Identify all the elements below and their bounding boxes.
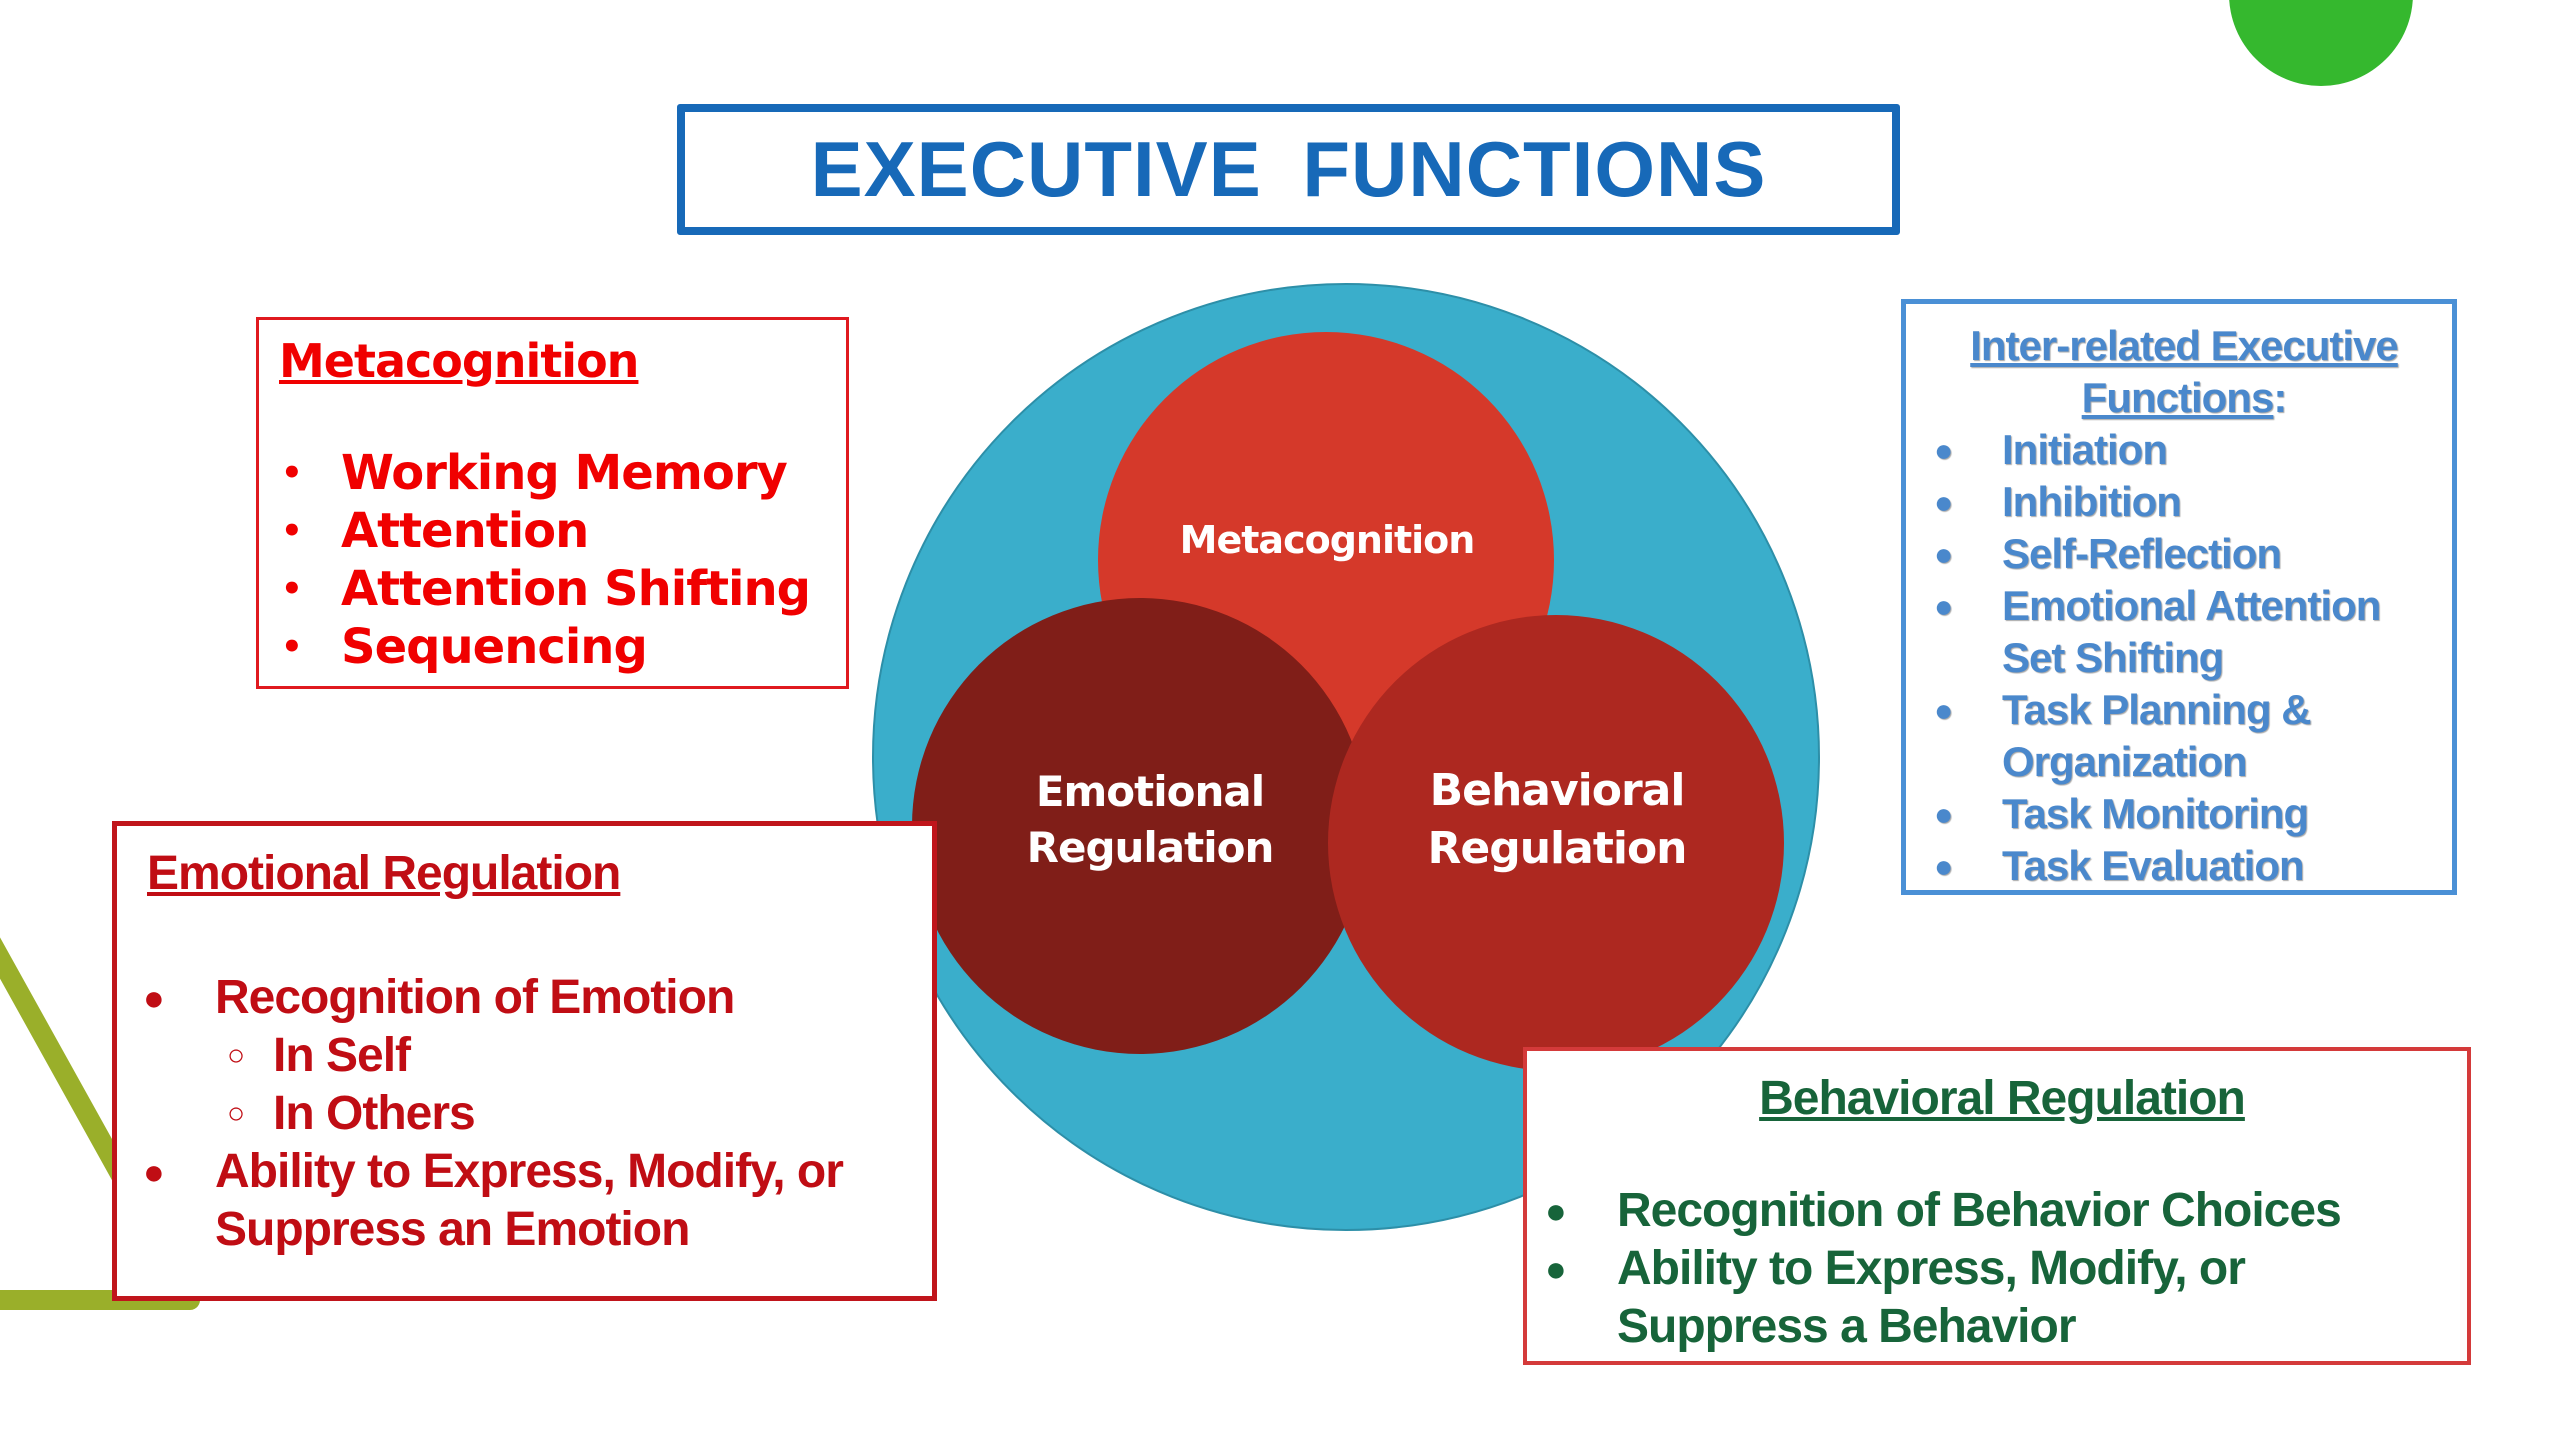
list-item: ● Task Planning & xyxy=(1926,684,2442,736)
metacognition-box: Metacognition • Working Memory • Attention… xyxy=(256,317,849,689)
list-item-text: Emotional Attention xyxy=(2002,582,2381,629)
interrelated-heading: Inter-related Executive Functions: xyxy=(1926,320,2442,424)
bullet-icon: ● xyxy=(1545,1248,1567,1289)
behavioral-regulation-list: ● Recognition of Behavior Choices ● Ability… xyxy=(1545,1182,2467,1356)
bullet-icon: ● xyxy=(1934,484,1953,520)
list-item-text: Ability to Express, Modify, or xyxy=(1617,1242,2246,1295)
list-item-text: Ability to Express, Modify, or xyxy=(215,1145,844,1198)
bullet-icon: ● xyxy=(1934,432,1953,468)
list-item-text: Self-Reflection xyxy=(2002,530,2282,577)
list-item: ○ In Self xyxy=(137,1027,932,1085)
list-item: ● Initiation xyxy=(1926,424,2442,476)
bullet-icon xyxy=(1926,736,2002,788)
list-item: • Working Memory xyxy=(279,444,826,502)
emotional-regulation-box: Emotional Regulation ● Recognition of Emo… xyxy=(112,821,937,1301)
bullet-icon: ● xyxy=(1545,1190,1567,1231)
list-item: ● Inhibition xyxy=(1926,476,2442,528)
list-item: • Attention Shifting xyxy=(279,560,826,618)
list-item-text: Inhibition xyxy=(2002,478,2182,525)
bullet-icon: • xyxy=(281,453,303,493)
list-item-text: Task Evaluation xyxy=(2002,842,2305,889)
list-item-text: Organization xyxy=(2002,738,2248,785)
emotional-regulation-circle xyxy=(912,598,1368,1054)
list-item-text: Recognition of Behavior Choices xyxy=(1617,1184,2342,1237)
metacognition-circle-label: Metacognition xyxy=(1179,518,1476,562)
hollow-bullet-icon: ○ xyxy=(227,1039,245,1072)
list-item: ● Ability to Express, Modify, or xyxy=(137,1143,932,1201)
bullet-icon: ● xyxy=(1934,536,1953,572)
bullet-icon xyxy=(1545,1298,1617,1356)
decorative-green-circle xyxy=(2229,0,2413,86)
list-item: ● Ability to Express, Modify, or xyxy=(1545,1240,2467,1298)
list-item: ● Self-Reflection xyxy=(1926,528,2442,580)
bullet-icon: ● xyxy=(1934,848,1953,884)
list-item: Suppress a Behavior xyxy=(1545,1298,2467,1356)
emotional-regulation-list: ● Recognition of Emotion ○ In Self ○ In Other… xyxy=(137,969,932,1259)
list-item-text: Initiation xyxy=(2002,426,2168,473)
list-item: • Sequencing xyxy=(279,618,826,676)
behavioral-regulation-circle-label: Behavioral Regulation xyxy=(1427,762,1688,878)
list-item: ● Recognition of Behavior Choices xyxy=(1545,1182,2467,1240)
list-item: ● Emotional Attention xyxy=(1926,580,2442,632)
list-item: • Attention xyxy=(279,502,826,560)
list-item: Set Shifting xyxy=(1926,632,2442,684)
label-line: Emotional xyxy=(1035,767,1265,816)
list-item-text: Attention Shifting xyxy=(341,561,811,617)
list-item-text: Recognition of Emotion xyxy=(215,971,735,1024)
interrelated-functions-box: Inter-related Executive Functions: ● Init… xyxy=(1901,299,2457,895)
list-item: ● Task Evaluation xyxy=(1926,840,2442,892)
behavioral-regulation-box: Behavioral Regulation ● Recognition of Be… xyxy=(1523,1047,2471,1365)
bullet-icon: • xyxy=(281,627,303,667)
list-item-text: In Self xyxy=(273,1029,411,1082)
heading-line: Inter-related Executive xyxy=(1970,322,2399,369)
list-item: Organization xyxy=(1926,736,2442,788)
bullet-icon: • xyxy=(281,569,303,609)
list-item: Suppress an Emotion xyxy=(137,1201,932,1259)
emotional-regulation-heading: Emotional Regulation xyxy=(147,847,621,900)
list-item: ○ In Others xyxy=(137,1085,932,1143)
list-item-text: Working Memory xyxy=(341,445,788,501)
list-item-text: Suppress an Emotion xyxy=(215,1203,690,1256)
list-item-text: Task Planning & xyxy=(2002,686,2312,733)
bullet-icon: ● xyxy=(1934,796,1953,832)
heading-line: Functions xyxy=(2081,374,2275,421)
interrelated-list: ● Initiation ● Inhibition ● Self-Reflection ● E… xyxy=(1926,424,2442,892)
bullet-icon xyxy=(1926,632,2002,684)
bullet-icon xyxy=(137,1201,215,1259)
emotional-regulation-circle-label: Emotional Regulation xyxy=(1026,764,1275,876)
metacognition-heading: Metacognition xyxy=(279,334,639,388)
label-line: Behavioral xyxy=(1429,765,1686,816)
page-title: EXECUTIVE FUNCTIONS xyxy=(810,125,1767,213)
bullet-icon: ● xyxy=(1934,692,1953,728)
label-line: Regulation xyxy=(1427,823,1688,874)
label-line: Regulation xyxy=(1026,823,1275,872)
behavioral-regulation-heading: Behavioral Regulation xyxy=(1759,1072,2246,1125)
behavioral-regulation-circle xyxy=(1328,615,1784,1071)
list-item-text: Suppress a Behavior xyxy=(1617,1300,2077,1353)
list-item-text: In Others xyxy=(273,1087,476,1140)
title-box: EXECUTIVE FUNCTIONS xyxy=(677,104,1900,235)
bullet-icon: ● xyxy=(143,977,165,1018)
bullet-icon: ● xyxy=(1934,588,1953,624)
heading-colon: : xyxy=(2273,374,2287,421)
list-item-text: Set Shifting xyxy=(2002,634,2224,681)
list-item-text: Attention xyxy=(341,503,589,559)
list-item: ● Task Monitoring xyxy=(1926,788,2442,840)
list-item: ● Recognition of Emotion xyxy=(137,969,932,1027)
list-item-text: Sequencing xyxy=(341,619,648,675)
hollow-bullet-icon: ○ xyxy=(227,1097,245,1130)
list-item-text: Task Monitoring xyxy=(2002,790,2309,837)
bullet-icon: ● xyxy=(143,1151,165,1192)
bullet-icon: • xyxy=(281,511,303,551)
metacognition-list: • Working Memory • Attention • Attention Sh… xyxy=(279,444,826,676)
